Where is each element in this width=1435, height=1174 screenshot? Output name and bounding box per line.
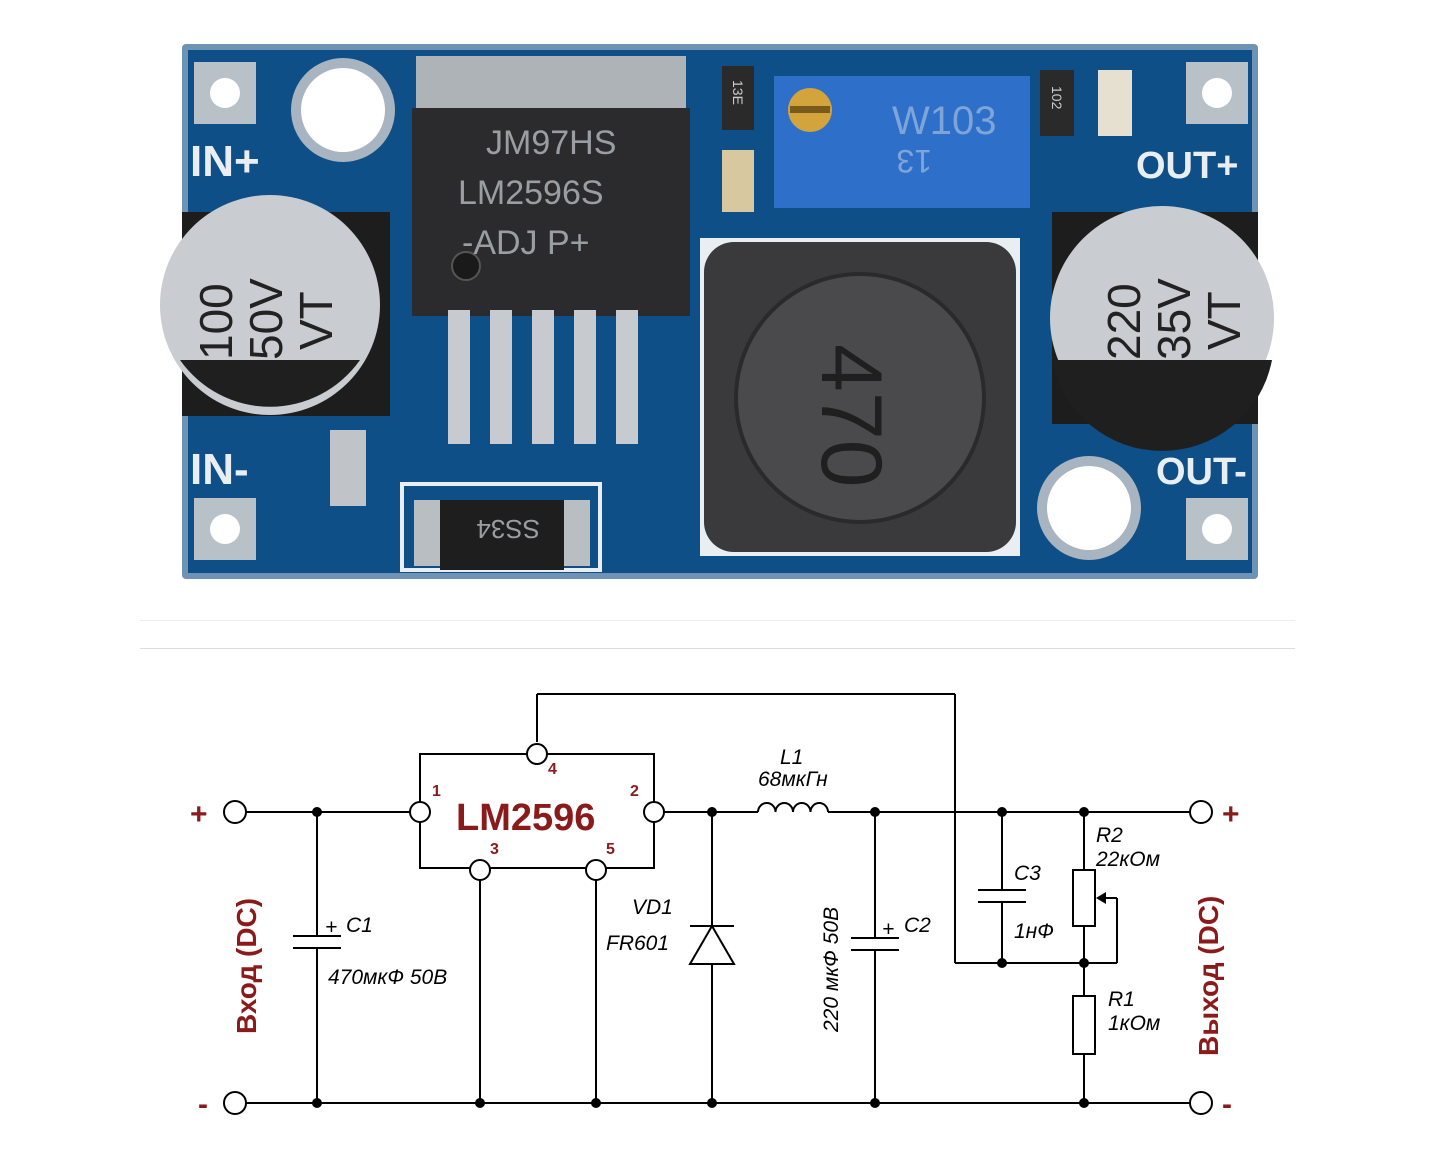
svg-text:13E: 13E	[730, 80, 746, 105]
schottky-diode: SS34	[400, 482, 602, 572]
r2-name: R2	[1096, 824, 1123, 847]
svg-text:102: 102	[1049, 86, 1065, 110]
svg-text:100: 100	[190, 283, 242, 360]
svg-text:-ADJ P+: -ADJ P+	[462, 224, 590, 262]
wiper-arrow	[1096, 892, 1106, 904]
l1-value: 68мкГн	[758, 768, 828, 791]
terminals	[223, 743, 1213, 1115]
wires	[246, 693, 1190, 1104]
svg-text:JM97HS: JM97HS	[486, 124, 616, 162]
circuit-schematic: LM2596 1 2 3 4 5 + - + - Вход (DC) Выход…	[0, 650, 1435, 1169]
vd1-name: VD1	[632, 896, 673, 919]
svg-text:SS34: SS34	[476, 514, 540, 544]
r1-name: R1	[1108, 988, 1135, 1011]
input-plus-sign: +	[190, 798, 208, 831]
c3-value: 1нФ	[1014, 920, 1054, 943]
silk-in-minus: IN-	[190, 445, 249, 494]
mounting-pads	[194, 62, 1248, 560]
smd-resistors: 13E 102	[330, 66, 1132, 506]
c1-polarity: +	[325, 916, 337, 939]
output-plus-sign: +	[1222, 798, 1240, 831]
divider-top	[140, 620, 1295, 621]
c1-name: C1	[346, 914, 373, 937]
pcb-illustration: IN+ IN- OUT+ OUT- JM97HS LM2596S -ADJ P+…	[160, 44, 1274, 579]
svg-text:35V: 35V	[1148, 278, 1200, 360]
silk-out-plus: OUT+	[1136, 145, 1238, 187]
pin-1: 1	[432, 783, 441, 800]
module-photo: IN+ IN- OUT+ OUT- JM97HS LM2596S -ADJ P+…	[160, 44, 1274, 579]
c2-name: C2	[904, 914, 931, 937]
input-capacitor: 100 50V VT	[160, 195, 390, 416]
junctions	[312, 807, 1089, 1108]
pin-3: 3	[490, 841, 499, 858]
svg-text:VT: VT	[290, 291, 342, 350]
svg-text:220: 220	[1098, 283, 1150, 360]
svg-text:VT: VT	[1198, 291, 1250, 350]
svg-text:LM2596S: LM2596S	[458, 174, 604, 212]
c1-value: 470мкФ 50В	[328, 966, 447, 989]
schematic-svg: LM2596 1 2 3 4 5 + - + - Вход (DC) Выход…	[190, 693, 1240, 1121]
svg-text:470: 470	[803, 344, 899, 488]
regulator-ic: JM97HS LM2596S -ADJ P+	[412, 56, 690, 444]
pin-4: 4	[548, 761, 557, 778]
silk-in-plus: IN+	[190, 137, 260, 186]
vd1-value: FR601	[606, 932, 669, 955]
input-label: Вход (DC)	[231, 898, 262, 1034]
svg-text:W103: W103	[892, 99, 997, 143]
output-capacitor: 220 35V VT	[1050, 206, 1274, 451]
inductor: 470	[700, 238, 1020, 556]
diode-symbol	[688, 924, 736, 965]
silk-out-minus: OUT-	[1156, 451, 1247, 493]
pin-5: 5	[606, 841, 615, 858]
svg-text:50V: 50V	[240, 278, 292, 360]
potentiometer: W103 13	[774, 76, 1030, 208]
divider-bottom	[140, 648, 1295, 649]
output-minus-sign: -	[1222, 1088, 1232, 1121]
c3-name: C3	[1014, 862, 1041, 885]
pin-2: 2	[630, 783, 639, 800]
c2-polarity: +	[882, 918, 894, 941]
ic-label: LM2596	[456, 797, 595, 839]
svg-text:13: 13	[896, 143, 932, 179]
r1-value: 1кОм	[1108, 1012, 1160, 1035]
input-minus-sign: -	[198, 1088, 208, 1121]
c2-value: 220 мкФ 50В	[820, 907, 843, 1033]
l1-name: L1	[780, 746, 803, 769]
output-label: Выход (DC)	[1193, 896, 1224, 1056]
r2-value: 22кОм	[1095, 848, 1160, 871]
